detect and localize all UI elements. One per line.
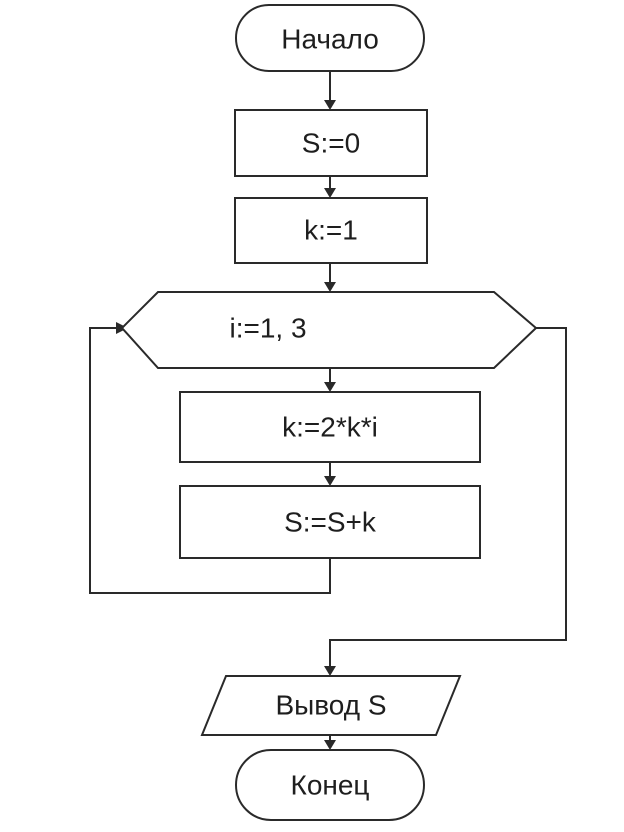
start-shape (235, 4, 425, 72)
arrowhead-down-icon (324, 188, 336, 198)
arrowhead-down-icon (324, 382, 336, 392)
init-k-label: k:=1 (304, 215, 358, 246)
arrowhead-down-icon (324, 100, 336, 110)
end-shape (235, 749, 425, 821)
loop-label: i:=1, 3 (229, 313, 306, 344)
loop-back-connector (89, 327, 331, 594)
update-s-label: S:=S+k (284, 507, 377, 538)
end-terminator: Конец (235, 749, 425, 821)
update-k-box (179, 391, 481, 463)
loop-block: i:=1, 3 (120, 291, 538, 369)
output-label: Вывод S (275, 690, 386, 721)
init-s-block: S:=0 (234, 109, 428, 177)
end-label: Конец (291, 770, 370, 801)
init-s-box (234, 109, 428, 177)
arrowhead-down-icon (324, 740, 336, 750)
start-terminator: Начало (235, 4, 425, 72)
update-s-block: S:=S+k (179, 485, 481, 559)
arrowhead-down-icon (324, 666, 336, 676)
output-parallelogram (200, 675, 462, 736)
update-k-block: k:=2*k*i (179, 391, 481, 463)
init-k-box (234, 197, 428, 264)
loop-exit-connector (329, 327, 567, 667)
init-s-label: S:=0 (302, 128, 360, 159)
init-k-block: k:=1 (234, 197, 428, 264)
start-label: Начало (281, 24, 379, 55)
connectors (89, 72, 567, 743)
arrowhead-down-icon (324, 476, 336, 486)
loop-hexagon (120, 291, 538, 369)
output-block: Вывод S (200, 675, 462, 736)
arrowhead-down-icon (324, 282, 336, 292)
update-k-label: k:=2*k*i (282, 412, 378, 443)
update-s-box (179, 485, 481, 559)
